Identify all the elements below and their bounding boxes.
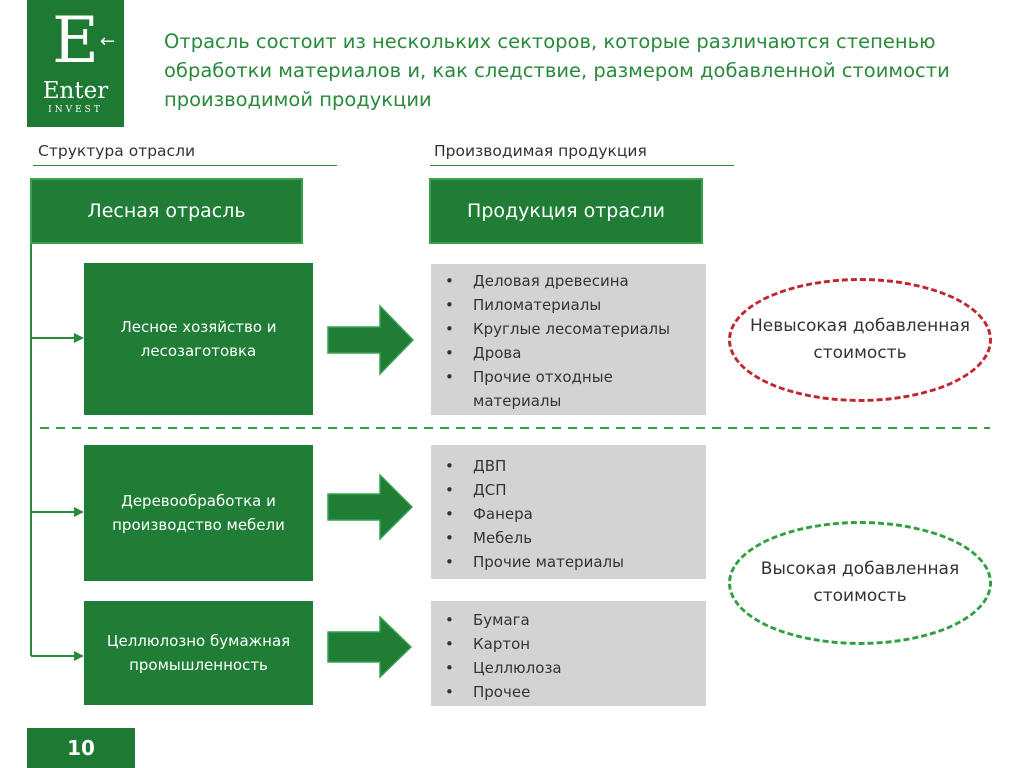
list-item: Прочее	[445, 680, 696, 704]
industry-box: Лесная отрасль	[30, 178, 303, 244]
products-label: Производимая продукция	[434, 142, 647, 160]
list-item: ДСП	[445, 478, 696, 502]
products-list-pulp-paper: Бумага Картон Целлюлоза Прочее	[431, 601, 706, 706]
logo-name: Enter	[42, 78, 109, 104]
structure-label: Структура отрасли	[38, 142, 196, 160]
slide-title: Отрасль состоит из нескольких секторов, …	[164, 30, 950, 111]
list-item: ДВП	[445, 454, 696, 478]
list-item: Бумага	[445, 608, 696, 632]
sector-box-forestry: Лесное хозяйство и лесозаготовка	[84, 263, 313, 415]
list-item: Прочие отходные материалы	[445, 365, 696, 413]
logo-letter: E	[52, 4, 99, 78]
products-underline	[430, 165, 734, 166]
logo-subtitle: INVEST	[48, 105, 103, 115]
enter-invest-logo: E ← Enter INVEST	[27, 0, 124, 127]
list-item: Пиломатериалы	[445, 293, 696, 317]
arrow-left-icon: ←	[100, 31, 116, 52]
list-item: Мебель	[445, 526, 696, 550]
high-value-ellipse: Высокая добавленная стоимость	[728, 521, 992, 645]
list-item: Круглые лесоматериалы	[445, 317, 696, 341]
sector1-arrow-icon	[327, 304, 415, 376]
structure-underline	[33, 165, 337, 166]
sector-box-woodworking: Деревообработка и производство мебели	[84, 445, 313, 581]
sector3-arrow-icon	[327, 615, 413, 679]
list-item: Деловая древесина	[445, 269, 696, 293]
sector-box-pulp-paper: Целлюлозно бумажная промышленность	[84, 601, 313, 705]
list-item: Дрова	[445, 341, 696, 365]
products-list-forestry: Деловая древесина Пиломатериалы Круглые …	[431, 264, 706, 415]
page-number: 10	[27, 728, 135, 768]
list-item: Фанера	[445, 502, 696, 526]
products-list-woodworking: ДВП ДСП Фанера Мебель Прочие материалы	[431, 445, 706, 579]
list-item: Картон	[445, 632, 696, 656]
low-value-ellipse: Невысокая добавленная стоимость	[728, 278, 992, 402]
products-header-box: Продукция отрасли	[429, 178, 703, 244]
list-item: Прочие материалы	[445, 550, 696, 574]
sector2-arrow-icon	[327, 473, 414, 541]
list-item: Целлюлоза	[445, 656, 696, 680]
